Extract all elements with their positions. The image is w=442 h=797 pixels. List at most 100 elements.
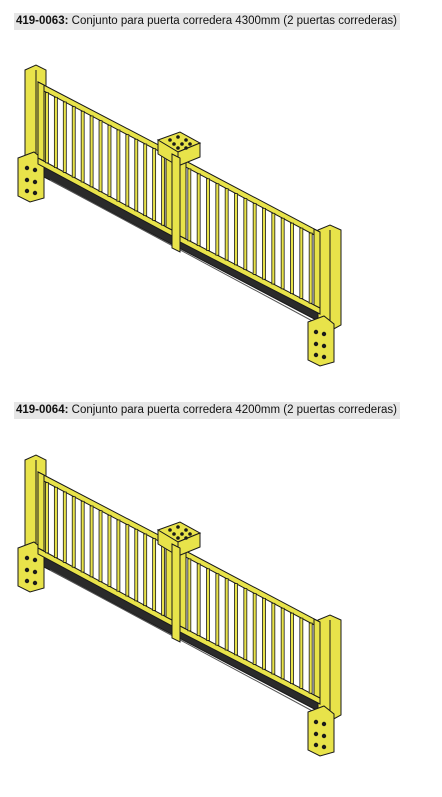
gate-bar [89, 505, 94, 578]
gate-bar [143, 533, 148, 606]
gate-bar [62, 491, 67, 563]
gate-stile [313, 618, 321, 699]
bolt [32, 569, 38, 575]
gate-stile [37, 81, 45, 162]
gate-stile [179, 157, 187, 240]
bolt [24, 177, 30, 183]
gate-bar [280, 217, 285, 290]
gate-stile [313, 228, 321, 309]
plate-hole [172, 142, 176, 146]
bolt [321, 744, 327, 750]
gate-bar [271, 602, 276, 675]
bolt [313, 341, 319, 347]
bolt [32, 179, 38, 185]
gate-bar [234, 583, 238, 656]
bolt [313, 742, 319, 748]
bolt [321, 331, 327, 337]
gate-bar [152, 538, 157, 611]
bolt [313, 731, 319, 737]
gate-bar [143, 143, 148, 216]
gate-bar [125, 134, 130, 207]
gate-bar [71, 496, 76, 568]
gate-bar [196, 173, 201, 246]
sliding-gate-drawing-0063 [17, 64, 342, 367]
gate-bar [53, 486, 58, 559]
gate-bottom-rail [179, 235, 321, 315]
gate-bar [107, 124, 112, 197]
gate-bar [80, 110, 85, 183]
gate-bar [215, 573, 220, 646]
gate-top-rail [179, 547, 321, 629]
gate-bar [161, 152, 165, 226]
gate-bar [116, 519, 121, 592]
plate-hole [180, 142, 184, 146]
gate-bar [80, 500, 85, 573]
plate-hole [180, 532, 184, 536]
plate-hole [184, 146, 188, 150]
gate-bar [308, 622, 313, 694]
plate-hole [184, 528, 188, 532]
gate-top-rail [37, 81, 173, 159]
gate-bar [187, 558, 192, 632]
gate-bar [234, 193, 238, 266]
item-caption-0063: 419-0063: Conjunto para puerta corredera… [14, 13, 401, 30]
lower-rail [49, 569, 319, 715]
gate-bar [224, 578, 229, 651]
gate-bar [196, 563, 201, 636]
bolt [32, 167, 38, 173]
gate-bar [206, 568, 210, 641]
gate-bottom-rail [37, 157, 173, 237]
bolt [321, 343, 327, 349]
plate-hole [188, 532, 192, 536]
gate-top-rail [179, 157, 321, 239]
gate-bar [215, 183, 220, 256]
gate-bar [252, 203, 257, 275]
plate-hole [184, 138, 188, 142]
gate-bar [280, 607, 285, 680]
plate-hole [168, 528, 172, 532]
gate-bar [98, 510, 103, 582]
bolt [313, 329, 319, 335]
lower-rail [49, 179, 319, 325]
item-description: Conjunto para puerta corredera 4300mm (2… [71, 15, 398, 27]
gate-bar [224, 188, 229, 261]
plate-hole [176, 525, 180, 529]
right-base-bracket [307, 705, 335, 757]
gate-bar [152, 148, 157, 221]
gate-bar [98, 120, 103, 192]
item-description: Conjunto para puerta corredera 4200mm (2… [71, 404, 398, 416]
left-base-bracket [17, 541, 45, 593]
plate-hole [168, 138, 172, 142]
gate-bottom-rail [179, 625, 321, 705]
right-base-bracket [307, 315, 335, 367]
bolt [313, 352, 319, 358]
bolt [24, 188, 30, 194]
gate-bar [116, 129, 121, 202]
center-post [171, 543, 181, 643]
bolt [321, 721, 327, 727]
plate-hole [176, 135, 180, 139]
gate-bottom-rail [37, 547, 173, 627]
left-base-bracket [17, 151, 45, 203]
bolt [24, 567, 30, 573]
bolt [321, 733, 327, 739]
gate-bar [262, 207, 266, 280]
bolt [24, 555, 30, 561]
gate-bar [45, 482, 49, 554]
gate-bar [290, 612, 294, 684]
gate-bar [243, 198, 248, 271]
plate-hole [176, 146, 180, 150]
plate-hole [188, 142, 192, 146]
gate-bar [290, 222, 294, 294]
gate-bar [299, 617, 304, 689]
gate-top-rail [37, 471, 173, 549]
gate-bar [125, 524, 130, 597]
gate-bar [271, 212, 276, 285]
item-caption-0064: 419-0064: Conjunto para puerta corredera… [14, 402, 401, 419]
bolt [32, 557, 38, 563]
bolt [32, 580, 38, 586]
gate-bar [62, 101, 67, 173]
gate-bar [161, 542, 165, 616]
gate-bar [308, 232, 313, 304]
gate-bar [107, 514, 112, 587]
